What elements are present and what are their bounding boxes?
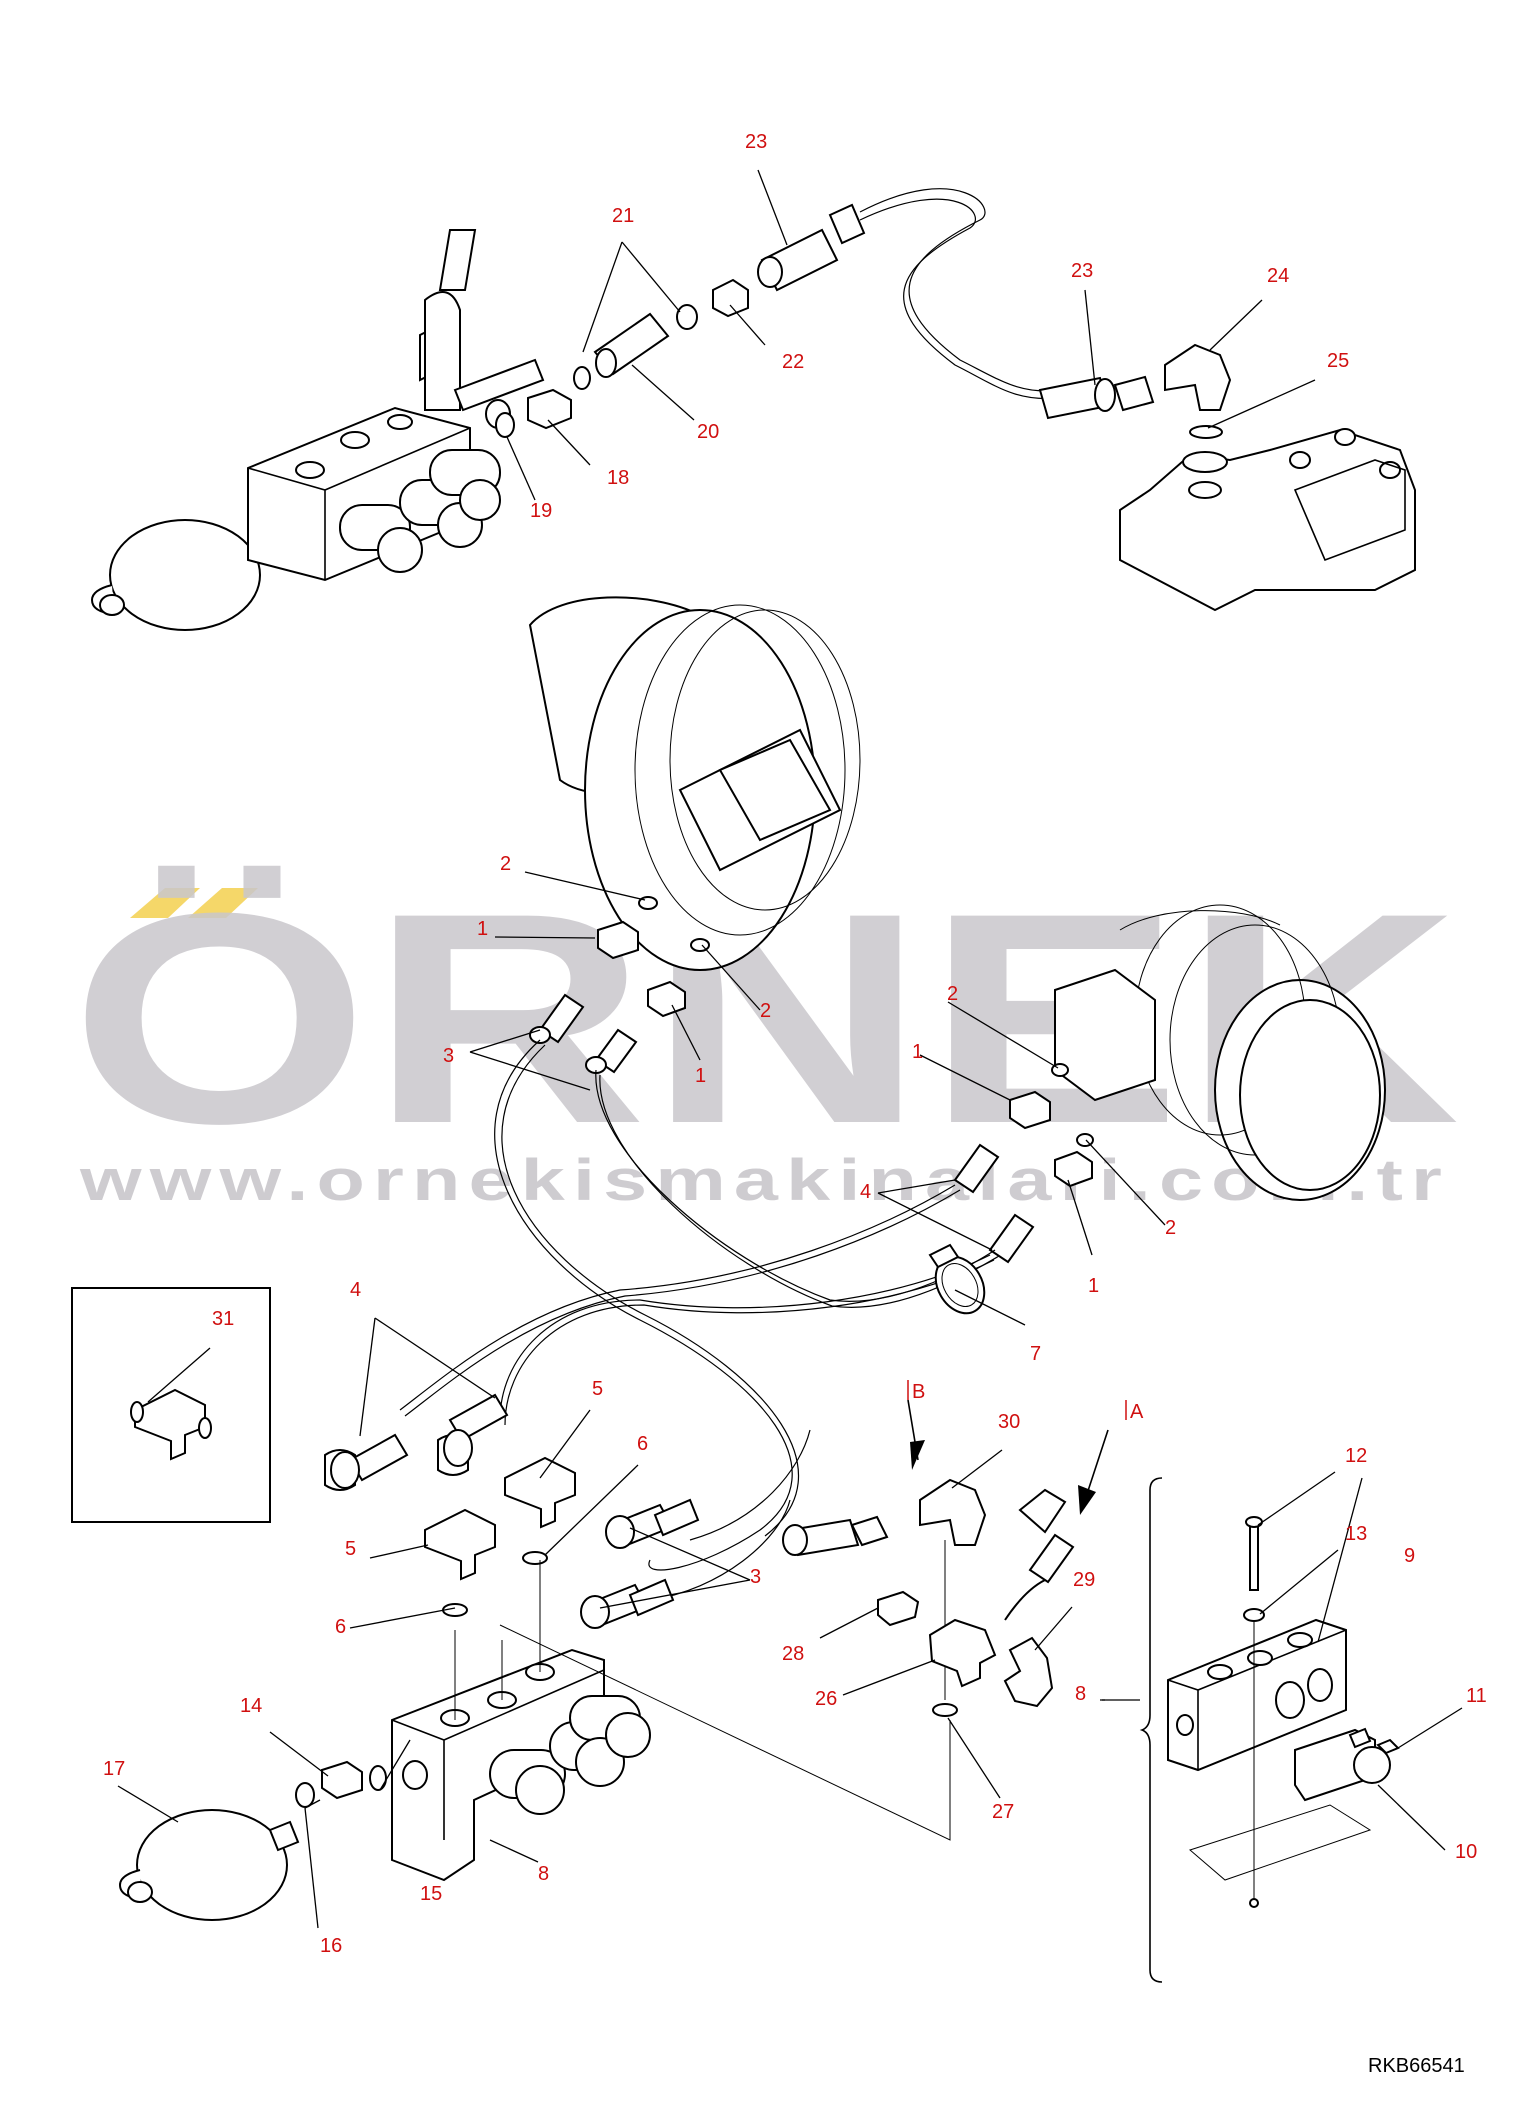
elbow-30 — [919, 1478, 987, 1546]
callout-labels: 23 21 22 20 18 19 23 24 25 2 1 2 1 3 2 1… — [103, 131, 1487, 1957]
travel-motor-right — [1054, 904, 1386, 1201]
callout-6-b: 6 — [335, 1616, 346, 1638]
top-valve-assembly — [90, 229, 545, 631]
callout-4-b: 4 — [350, 1279, 361, 1301]
callout-19: 19 — [530, 500, 552, 522]
callout-20: 20 — [697, 421, 719, 443]
callout-14: 14 — [240, 1695, 262, 1717]
switch-28 — [877, 1590, 920, 1627]
callout-18: 18 — [607, 467, 629, 489]
callout-1-d: 1 — [1088, 1275, 1099, 1297]
valve-detail-exploded — [1139, 1477, 1400, 1983]
callout-23-top: 23 — [745, 131, 767, 153]
callout-1-c: 1 — [912, 1041, 923, 1063]
oring-19 — [495, 412, 515, 438]
callout-10: 10 — [1455, 1841, 1477, 1863]
callout-2-b: 2 — [760, 1000, 771, 1022]
callout-4-a: 4 — [860, 1181, 871, 1203]
callout-9: 9 — [1404, 1545, 1415, 1567]
hose-23 — [859, 188, 1061, 392]
elbow-29 — [1003, 1636, 1054, 1708]
bolt-12 — [1249, 1524, 1259, 1591]
mounting-plate — [1188, 1804, 1372, 1881]
view-reference-arrows — [907, 1399, 1109, 1515]
inset-box-31 — [71, 1287, 271, 1523]
adapter-14 — [321, 1760, 363, 1800]
lower-left-fittings — [324, 1393, 700, 1629]
seal-16 — [295, 1782, 315, 1808]
top-accumulator — [109, 519, 261, 631]
callout-28: 28 — [782, 1643, 804, 1665]
detail-brace — [1139, 1477, 1163, 1983]
oring-15 — [369, 1765, 387, 1791]
right-lower-fittings — [782, 1478, 1075, 1717]
callout-3-a: 3 — [443, 1045, 454, 1067]
top-fittings — [495, 203, 866, 438]
callout-13: 13 — [1345, 1523, 1367, 1545]
leader-lines — [117, 169, 1463, 1929]
callout-29: 29 — [1073, 1569, 1095, 1591]
oring-25 — [1189, 425, 1223, 439]
callout-15: 15 — [420, 1883, 442, 1905]
callout-8-b: 8 — [1075, 1683, 1086, 1705]
drawing-number: RKB66541 — [1368, 2055, 1465, 2077]
callout-2-c: 2 — [947, 983, 958, 1005]
callout-22: 22 — [782, 351, 804, 373]
tee-26 — [928, 1618, 997, 1688]
view-ref-b: B — [912, 1381, 925, 1403]
elbow-24 — [1164, 343, 1232, 411]
callout-1-a: 1 — [477, 918, 488, 940]
view-reference-labels: B A — [907, 1380, 1144, 1423]
top-right-connection — [1038, 343, 1416, 612]
lower-valve-assembly — [118, 1648, 651, 1921]
oring-27 — [932, 1703, 958, 1717]
callout-7: 7 — [1030, 1343, 1041, 1365]
callout-17: 17 — [103, 1758, 125, 1780]
inset-frame — [71, 1287, 271, 1523]
callout-25: 25 — [1327, 350, 1349, 372]
callout-21: 21 — [612, 205, 634, 227]
callout-3-b: 3 — [750, 1566, 761, 1588]
callout-26: 26 — [815, 1688, 837, 1710]
callout-23-right: 23 — [1071, 260, 1093, 282]
tee-31 — [134, 1388, 206, 1461]
watermark-accent-right — [188, 888, 258, 918]
callout-1-b: 1 — [695, 1065, 706, 1087]
callout-16: 16 — [320, 1935, 342, 1957]
callout-8-a: 8 — [538, 1863, 549, 1885]
callout-27: 27 — [992, 1801, 1014, 1823]
assembly-guides — [454, 1540, 951, 1841]
seal-21b — [676, 304, 698, 330]
adapter-18 — [527, 388, 572, 430]
middle-fittings — [529, 896, 1094, 1264]
washer-13 — [1243, 1608, 1265, 1622]
travel-motor-top — [1119, 428, 1416, 612]
callout-24: 24 — [1267, 265, 1289, 287]
callout-5-b: 5 — [345, 1538, 356, 1560]
view-ref-a: A — [1130, 1401, 1144, 1423]
callout-30: 30 — [998, 1411, 1020, 1433]
callout-2-a: 2 — [500, 853, 511, 875]
callout-12: 12 — [1345, 1445, 1367, 1467]
callout-6-a: 6 — [637, 1433, 648, 1455]
travel-motor-left — [528, 596, 861, 971]
callout-5-a: 5 — [592, 1378, 603, 1400]
lower-accumulator-17 — [136, 1809, 288, 1921]
callout-2-d: 2 — [1165, 1217, 1176, 1239]
arrow-a — [1084, 1429, 1109, 1501]
watermark-accent-left — [130, 888, 200, 918]
callout-11: 11 — [1466, 1685, 1487, 1707]
seal-21a — [573, 366, 591, 390]
callout-31: 31 — [212, 1308, 234, 1330]
valve-body-9 — [1167, 1618, 1347, 1772]
adapter-22 — [712, 278, 749, 318]
watermark-url: www.ornekismakinalari.com.tr — [79, 1148, 1450, 1213]
